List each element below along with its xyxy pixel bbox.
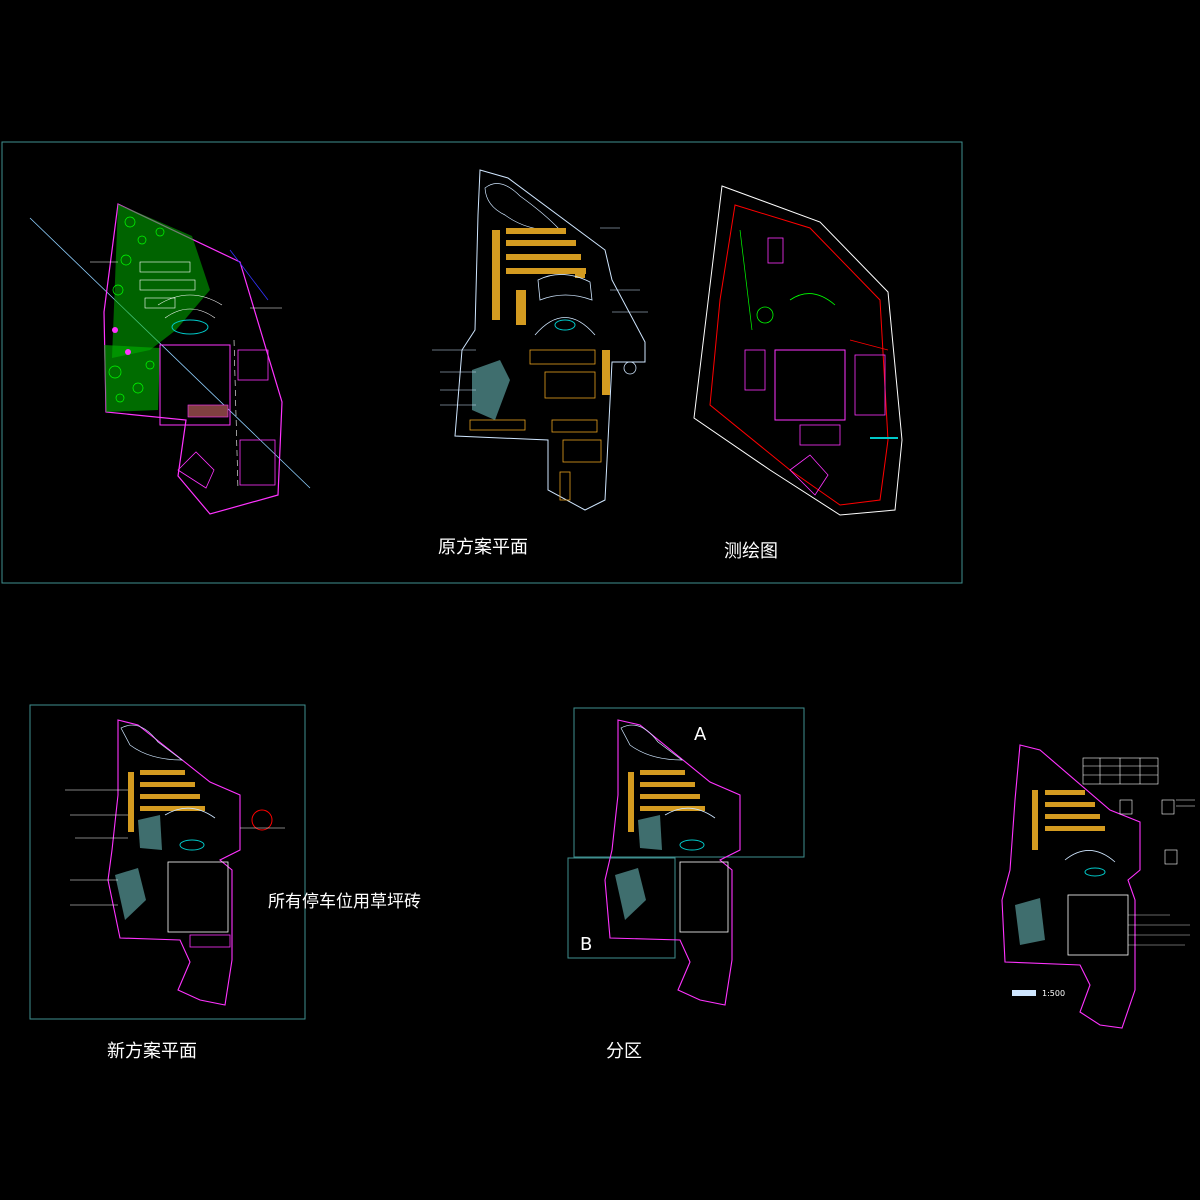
zone-a-frame (573, 707, 805, 858)
new-plan-drawing (65, 719, 285, 1006)
survey-map-drawing (693, 185, 903, 516)
original-plan-title: 原方案平面 (438, 537, 528, 558)
zone-b-frame (567, 857, 676, 959)
new-plan-frame (29, 704, 306, 1020)
landscape-plan-colored (29, 203, 311, 515)
top-sheet-frame (1, 141, 963, 584)
zone-b-label: B (580, 934, 592, 955)
original-plan-drawing (432, 169, 648, 511)
zoning-plan-drawing (604, 719, 741, 1006)
scale-label: 1:500 (1042, 989, 1065, 998)
detail-plan-drawing (1001, 744, 1195, 1029)
parking-note: 所有停车位用草坪砖 (268, 892, 421, 912)
zone-a-label: A (694, 724, 707, 745)
survey-map-title: 测绘图 (724, 541, 778, 562)
new-plan-title: 新方案平面 (107, 1041, 197, 1062)
zoning-title: 分区 (606, 1041, 642, 1062)
